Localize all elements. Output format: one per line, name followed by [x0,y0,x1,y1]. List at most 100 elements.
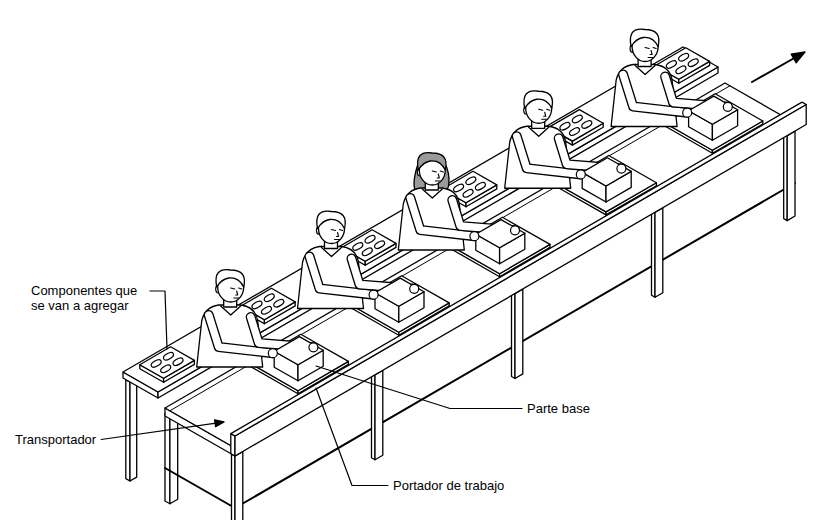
side-rail [231,102,806,436]
hand [617,164,626,173]
hand [369,290,378,299]
nose [337,233,339,237]
parts-tray [140,347,195,379]
worker [505,91,632,202]
collar [635,66,655,75]
leader-lines [101,291,522,486]
component [352,241,364,251]
component [364,234,376,244]
conveyor-leg [165,414,170,504]
hand [309,343,318,352]
hand [683,108,692,117]
eye [653,48,656,49]
component [361,247,373,257]
component [687,58,699,68]
part-label: Portador de trabajo [392,478,505,493]
hair [216,270,244,287]
component [150,358,162,368]
shelf-leg [130,378,137,481]
conveyor-leg [375,370,383,460]
flow-arrowhead [791,52,805,63]
leader-line [316,388,388,486]
work-carriers [250,94,762,394]
base-part [582,158,631,186]
mouth [648,57,653,58]
base-part [689,96,738,124]
component [675,65,687,75]
frame-bar [235,183,795,508]
base-part [375,278,424,306]
eye [231,288,235,289]
eye [547,109,550,110]
hand [511,226,520,235]
component [474,181,486,191]
component [462,188,474,198]
flow-arrow [752,52,805,82]
eye [645,48,649,49]
part-label: Componentes que se van a agregar [30,283,147,313]
hand [410,284,419,293]
hair [630,29,658,46]
mouth [435,180,440,181]
component [568,126,580,136]
eye [440,171,443,172]
component [581,119,593,129]
leader-line [316,366,522,409]
leader-arrowhead [215,420,224,427]
component [465,176,477,186]
part-label: Transportador [14,432,97,447]
component [678,52,690,62]
conveyor-leg [515,289,523,379]
collar [322,248,342,257]
conveyor-frame [165,183,795,508]
component [251,300,263,310]
conveyor-leg [787,131,795,221]
hair [524,91,552,108]
side-rail [235,105,806,457]
hand [576,170,585,179]
hair [317,211,345,228]
conveyor-leg [170,412,178,504]
component [373,240,385,250]
component [571,114,583,124]
component [172,357,184,367]
hand [470,232,479,241]
base-part [476,220,525,248]
flow-arrow-line [752,57,797,83]
eye [340,230,343,231]
component [162,351,174,361]
nose [236,291,238,295]
worker [611,29,738,140]
component [260,305,272,315]
mouth [234,297,239,298]
frame-bar [165,468,235,508]
component [160,364,172,374]
conveyor-belt [165,83,795,456]
mouth [542,119,547,120]
conveyor-leg [655,208,663,298]
component [273,298,285,308]
conveyor-leg [235,451,243,520]
collar [221,306,241,315]
component [665,59,677,69]
hair [418,153,446,170]
leader-line [150,291,167,349]
component [452,183,464,193]
eye [239,288,242,289]
leader-line [101,423,216,439]
nose [650,51,652,55]
belt-surface [165,83,795,448]
nose [437,174,439,178]
hand [723,102,732,111]
component [559,121,571,131]
collar [422,189,442,198]
collar [529,127,549,136]
component [263,293,275,303]
part-label: Parte base [526,401,591,416]
nose [544,112,546,116]
eye [539,109,543,110]
eye [432,171,436,172]
worker [398,153,525,264]
